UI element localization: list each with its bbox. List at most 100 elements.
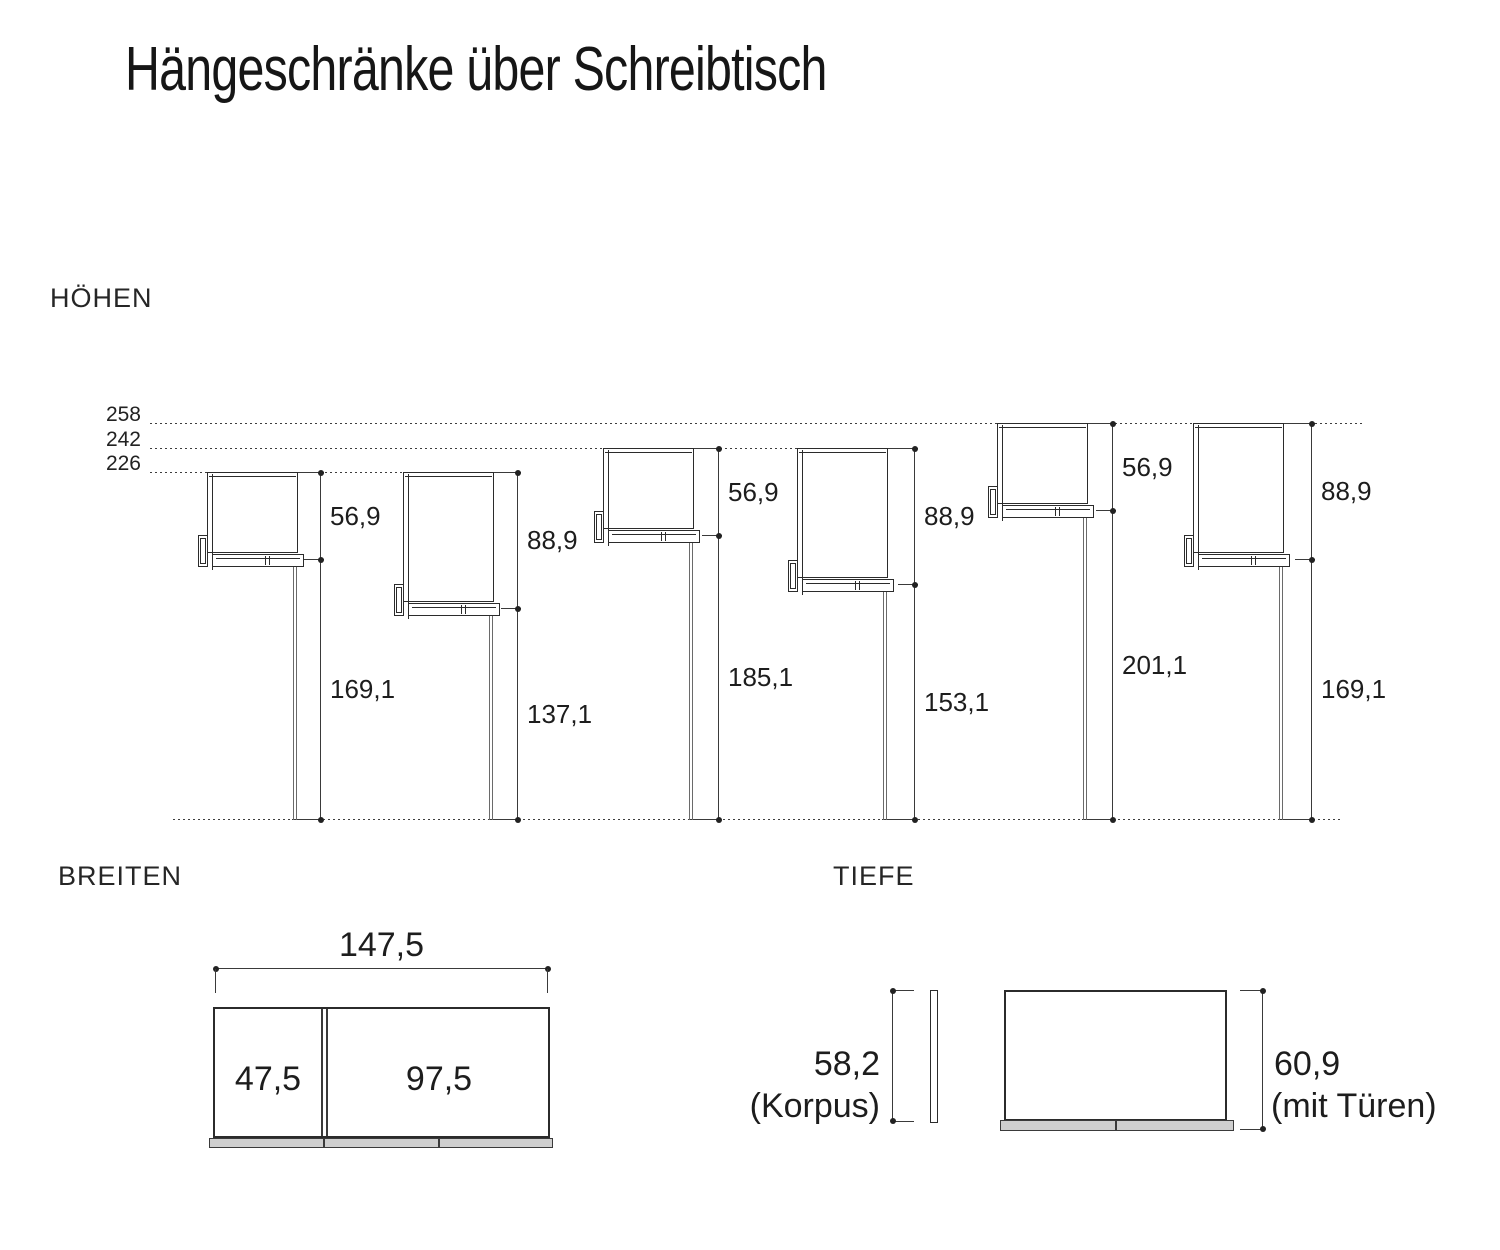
door-width-right: 97,5 bbox=[405, 1060, 473, 1098]
cabinet-clearance-dimension: 185,1 bbox=[728, 662, 794, 692]
dimension-line bbox=[320, 472, 321, 820]
rail-divider bbox=[1251, 556, 1252, 565]
depth-korpus-slab bbox=[930, 990, 938, 1123]
depth-doors-value: 60,9 bbox=[1274, 1045, 1341, 1083]
depth-dimension-line-korpus bbox=[892, 990, 893, 1122]
tick bbox=[492, 472, 521, 473]
cabinet-top-panel-line bbox=[605, 452, 692, 453]
dimension-dot bbox=[1110, 508, 1116, 514]
dimension-line bbox=[1112, 423, 1113, 820]
support-line bbox=[293, 566, 297, 820]
cabinet-body bbox=[403, 472, 494, 602]
rail-inner-line bbox=[1202, 558, 1286, 559]
depth-side-view bbox=[1004, 990, 1227, 1121]
dimension-dot bbox=[1260, 1126, 1266, 1132]
cabinet-body bbox=[207, 472, 298, 553]
dimension-dot bbox=[890, 1118, 896, 1124]
cabinet-side-panel-line bbox=[1198, 425, 1199, 570]
rail-divider bbox=[1055, 507, 1056, 516]
cabinet-clearance-dimension: 153,1 bbox=[924, 686, 990, 717]
tick bbox=[501, 608, 521, 609]
dimension-dot bbox=[716, 533, 722, 539]
dimension-dot bbox=[515, 817, 521, 823]
support-line bbox=[489, 615, 493, 820]
cabinet-body bbox=[603, 448, 694, 529]
dimension-dot bbox=[1260, 988, 1266, 994]
tick bbox=[304, 559, 324, 560]
extension-line bbox=[215, 969, 216, 993]
dimension-dot bbox=[545, 966, 551, 972]
cabinet-bottom-rail bbox=[1198, 554, 1290, 567]
dimension-dot bbox=[515, 470, 521, 476]
dimension-dot bbox=[1309, 557, 1315, 563]
dimension-line bbox=[517, 472, 518, 820]
dimension-line bbox=[1311, 423, 1312, 820]
cabinet-height-dimension: 56,9 bbox=[330, 500, 381, 531]
dimension-dot bbox=[716, 446, 722, 452]
wall-bracket bbox=[594, 511, 604, 543]
cabinet-body bbox=[997, 423, 1088, 504]
dimension-dot bbox=[1110, 817, 1116, 823]
dimension-dot bbox=[890, 988, 896, 994]
reference-height-258: 258 bbox=[105, 403, 141, 426]
dimension-dot bbox=[912, 817, 918, 823]
dimension-dot bbox=[912, 582, 918, 588]
support-line bbox=[1279, 566, 1283, 820]
depth-korpus-value: 58,2 bbox=[813, 1045, 880, 1083]
tick bbox=[898, 584, 918, 585]
reference-height-226: 226 bbox=[105, 452, 141, 475]
cabinet-height-dimension: 56,9 bbox=[1122, 451, 1173, 482]
wall-bracket-inner bbox=[396, 587, 402, 613]
rail-divider bbox=[1059, 507, 1060, 516]
cabinet-side-panel-line bbox=[408, 474, 409, 619]
wall-bracket-inner bbox=[1186, 538, 1192, 564]
total-width-dimension: 147,5 bbox=[338, 926, 425, 964]
rail-divider bbox=[265, 556, 266, 565]
wall-bracket bbox=[394, 584, 404, 616]
tick bbox=[1096, 510, 1116, 511]
rail-inner-line bbox=[216, 558, 300, 559]
reference-line-242 bbox=[150, 448, 797, 449]
depth-korpus-note: (Korpus) bbox=[749, 1087, 880, 1125]
rail-inner-line bbox=[612, 534, 696, 535]
rail-divider bbox=[855, 581, 856, 590]
dimension-line bbox=[718, 448, 719, 820]
dimension-dot bbox=[515, 606, 521, 612]
cabinet-clearance-dimension: 169,1 bbox=[330, 674, 396, 704]
rail-divider bbox=[269, 556, 270, 565]
rail-inner-line bbox=[412, 607, 496, 608]
cabinet-clearance-dimension: 169,1 bbox=[1321, 674, 1387, 704]
cabinet-body bbox=[1193, 423, 1284, 553]
rail-inner-line bbox=[806, 583, 890, 584]
cabinet-top-panel-line bbox=[405, 476, 492, 477]
support-line bbox=[883, 591, 887, 820]
support-line bbox=[689, 542, 693, 820]
reference-height-242: 242 bbox=[105, 428, 141, 451]
wall-bracket bbox=[988, 486, 998, 518]
door-divider-line bbox=[321, 1009, 323, 1136]
wall-bracket bbox=[198, 535, 208, 567]
dimension-dot bbox=[213, 966, 219, 972]
cabinet-clearance-dimension: 201,1 bbox=[1122, 649, 1188, 680]
cabinet-bottom-rail bbox=[1002, 505, 1094, 518]
cabinet-top-panel-line bbox=[1195, 427, 1282, 428]
width-top-view bbox=[213, 1007, 550, 1138]
cabinet-height-dimension: 88,9 bbox=[527, 525, 578, 555]
depth-shelf-strip bbox=[1000, 1120, 1234, 1131]
rail-divider bbox=[465, 605, 466, 614]
cabinet-body bbox=[797, 448, 888, 578]
cabinet-bottom-rail bbox=[212, 554, 304, 567]
dimension-dot bbox=[1309, 817, 1315, 823]
cabinet-side-panel-line bbox=[608, 450, 609, 546]
dimension-dot bbox=[318, 557, 324, 563]
door-width-left: 47,5 bbox=[234, 1060, 302, 1098]
tick bbox=[1282, 423, 1315, 424]
wall-bracket-inner bbox=[200, 538, 206, 564]
tick bbox=[692, 448, 722, 449]
wall-bracket-inner bbox=[990, 489, 996, 515]
cabinet-side-panel-line bbox=[212, 474, 213, 570]
tick bbox=[1295, 559, 1315, 560]
dimension-dot bbox=[1309, 421, 1315, 427]
section-heights-label: HÖHEN bbox=[50, 283, 153, 313]
